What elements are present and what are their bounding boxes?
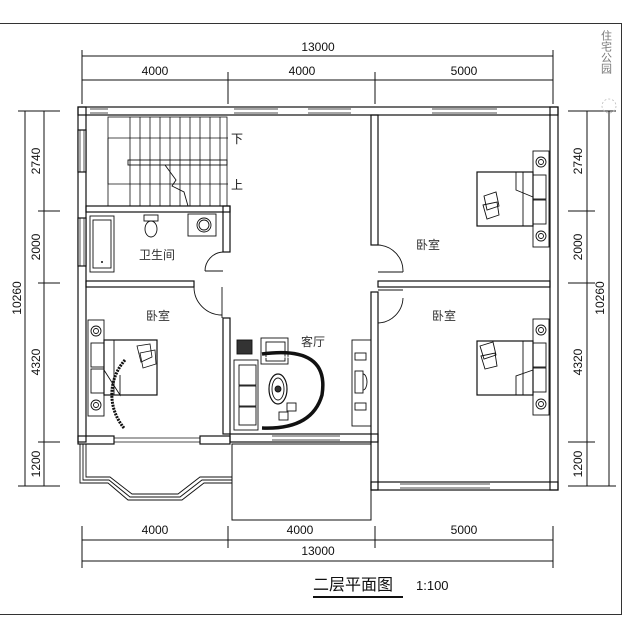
staircase: 下 上: [107, 116, 243, 207]
drawing-title-block: 二层平面图 1:100: [313, 575, 449, 598]
dim-bottom-seg-2: 4000: [287, 523, 314, 537]
bedroom-right-bottom-furniture: [377, 289, 550, 416]
plant-icon: [236, 339, 253, 355]
sofa-icon: [233, 359, 259, 431]
tv-cabinet-icon: [351, 339, 372, 427]
bathroom-fixtures: [89, 213, 224, 273]
coffee-table-icon: [268, 373, 288, 405]
bedroom-left-furniture: [87, 286, 223, 417]
bathroom-door: [204, 251, 224, 272]
dim-right-seg-3: 4320: [571, 348, 585, 375]
dim-top-seg-1: 4000: [142, 64, 169, 78]
bedroom-right-bottom-door: [377, 297, 404, 324]
sink-icon: [187, 213, 217, 237]
dim-left-seg-4: 1200: [29, 450, 43, 477]
dim-right-seg-2: 2000: [571, 233, 585, 260]
living-room-furniture: [110, 337, 372, 431]
dim-left-seg-1: 2740: [29, 147, 43, 174]
bed-icon: [476, 340, 534, 396]
dim-bottom-seg-1: 4000: [142, 523, 169, 537]
bathtub-icon: [89, 215, 115, 273]
dim-bottom-total: 13000: [301, 544, 335, 558]
toilet-icon: [143, 214, 159, 222]
stool-icon: [286, 402, 297, 412]
bedroom-left-door: [193, 286, 223, 316]
drawing-scale: 1:100: [416, 578, 449, 593]
dim-top-seg-3: 5000: [451, 64, 478, 78]
bedroom-right-top-furniture: [377, 150, 550, 273]
dim-right-seg-4: 1200: [571, 450, 585, 477]
dim-right-total: 10260: [593, 281, 607, 315]
bottom-dimensions: 4000 4000 5000 13000: [81, 523, 554, 568]
dim-bottom-seg-3: 5000: [451, 523, 478, 537]
bedroom-right-top-door: [377, 244, 404, 273]
walls: [77, 106, 559, 491]
room-label-bedroom-right-bottom: 卧室: [432, 308, 456, 323]
right-dimensions: 2740 2000 4320 1200 10260: [568, 110, 616, 487]
top-dimensions: 13000 4000 4000 5000: [81, 40, 554, 104]
drawing-frame: [0, 23, 622, 615]
balcony-bay: [79, 444, 232, 501]
drawing-title: 二层平面图: [313, 575, 393, 594]
watermark-logo-icon: [601, 98, 617, 114]
dim-left-seg-3: 4320: [29, 348, 43, 375]
bed-headboard: [87, 319, 105, 417]
curved-sofa-icon: [110, 359, 127, 429]
stair-up-label: 上: [231, 178, 243, 192]
room-label-bedroom-right-top: 卧室: [416, 237, 440, 252]
armchair-icon: [260, 337, 289, 365]
dim-top-seg-2: 4000: [289, 64, 316, 78]
room-label-living-room: 客厅: [301, 334, 325, 349]
stair-down-label: 下: [231, 132, 243, 146]
watermark-text: 住宅公园: [600, 29, 613, 75]
bed-icon: [103, 339, 158, 396]
dim-right-seg-1: 2740: [571, 147, 585, 174]
left-dimensions: 2740 2000 4320 1200 10260: [10, 110, 60, 487]
watermark: 住宅公园: [600, 29, 617, 114]
room-label-bedroom-left: 卧室: [146, 308, 170, 323]
dim-left-seg-2: 2000: [29, 233, 43, 260]
dim-left-total: 10260: [10, 281, 24, 315]
dim-top-total: 13000: [301, 40, 335, 54]
room-label-bathroom: 卫生间: [139, 248, 175, 262]
stair-treads: [129, 117, 221, 206]
bed-icon: [476, 171, 534, 227]
balcony-center: [231, 443, 372, 521]
